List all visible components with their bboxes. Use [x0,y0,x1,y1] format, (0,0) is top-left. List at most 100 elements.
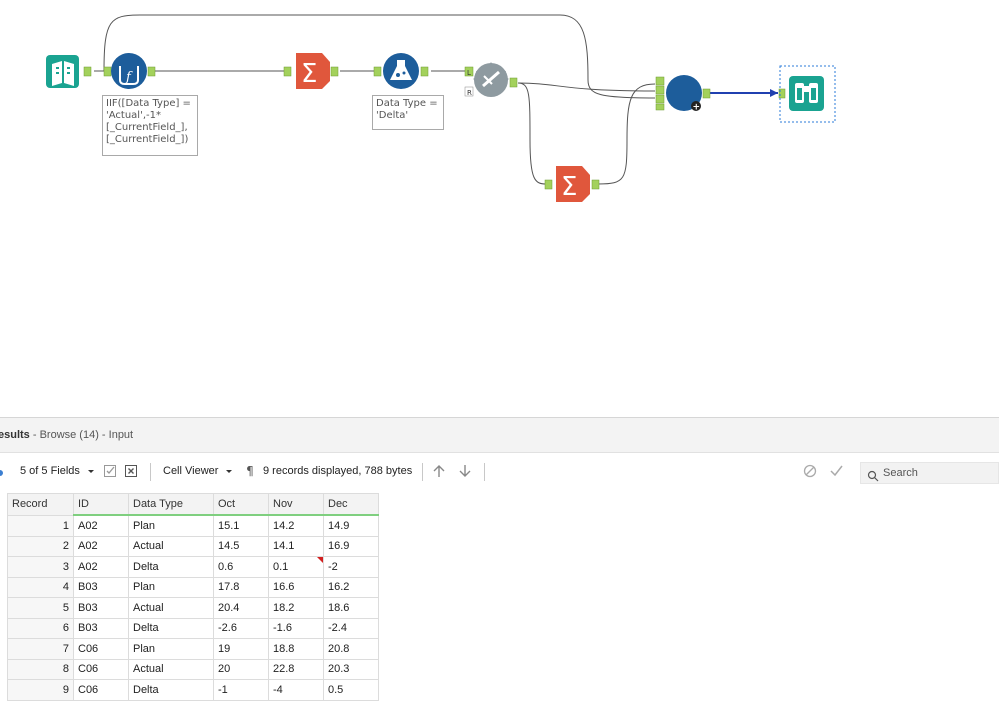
table-row[interactable]: 6 B03 Delta -2.6 -1.6 -2.4 [7,617,379,639]
clear-selection-icon[interactable] [124,464,138,478]
formula-input-anchor[interactable] [103,66,112,77]
column-header-data-type[interactable]: Data Type [128,493,214,516]
connection-input-to-union[interactable] [94,14,656,99]
cell-data-type[interactable]: Delta [128,556,214,578]
table-row[interactable]: 2 A02 Actual 14.5 14.1 16.9 [7,535,379,557]
connection-join-to-union[interactable] [517,82,656,92]
union-input-anchor-2[interactable] [655,85,665,95]
cell-oct[interactable]: 20.4 [213,597,269,619]
cell-id[interactable]: B03 [73,617,129,639]
union-input-anchor-3[interactable] [655,94,665,104]
cell-dec[interactable]: -2 [323,556,379,578]
filter-annotation[interactable]: Data Type = 'Delta' [372,95,444,130]
cell-dec[interactable]: 14.9 [323,514,379,537]
cell-nov[interactable]: 14.1 [268,535,324,557]
summarize-tool-2[interactable]: Σ [556,166,590,202]
pilcrow-icon[interactable]: ¶ [246,464,254,478]
input-data-tool[interactable] [46,55,79,88]
cell-oct[interactable]: -2.6 [213,617,269,639]
table-row[interactable]: 3 A02 Delta 0.6 0.1 -2 [7,556,379,578]
cell-data-type[interactable]: Plan [128,576,214,598]
cell-dec[interactable]: -2.4 [323,617,379,639]
table-row[interactable]: 7 C06 Plan 19 18.8 20.8 [7,638,379,660]
summarize-input-anchor[interactable] [283,66,292,77]
column-header-nov[interactable]: Nov [268,493,324,516]
fields-selector[interactable]: 5 of 5 Fields [20,465,80,477]
cell-record[interactable]: 9 [7,679,74,701]
cell-record[interactable]: 3 [7,556,74,578]
cell-oct[interactable]: 20 [213,658,269,680]
union-input-anchor-4[interactable] [655,103,665,111]
summarize2-input-anchor[interactable] [544,179,553,190]
cell-dec[interactable]: 20.8 [323,638,379,660]
cell-nov[interactable]: 16.6 [268,576,324,598]
cell-record[interactable]: 8 [7,658,74,680]
column-header-id[interactable]: ID [73,493,129,516]
join-output-anchor[interactable] [509,77,518,88]
cell-dec[interactable]: 18.6 [323,597,379,619]
search-box[interactable] [860,462,999,484]
summarize-output-anchor[interactable] [330,66,339,77]
cell-id[interactable]: B03 [73,597,129,619]
cell-data-type[interactable]: Plan [128,514,214,537]
workflow-canvas[interactable]: L R f Σ [0,0,999,410]
cell-record[interactable]: 2 [7,535,74,557]
input-output-anchor[interactable] [83,66,92,77]
union-tool[interactable]: + [666,75,702,113]
cell-record[interactable]: 6 [7,617,74,639]
cell-id[interactable]: A02 [73,556,129,578]
cell-oct[interactable]: 15.1 [213,514,269,537]
cell-id[interactable]: A02 [73,535,129,557]
cell-oct[interactable]: 19 [213,638,269,660]
cell-viewer-selector[interactable]: Cell Viewer [163,465,219,477]
summarize2-output-anchor[interactable] [591,179,600,190]
cell-oct[interactable]: 0.6 [213,556,269,578]
cell-data-type[interactable]: Actual [128,658,214,680]
cell-id[interactable]: A02 [73,514,129,537]
cell-oct[interactable]: 17.8 [213,576,269,598]
join-left-anchor[interactable] [464,66,474,77]
table-row[interactable]: 5 B03 Actual 20.4 18.2 18.6 [7,597,379,619]
table-row[interactable]: 8 C06 Actual 20 22.8 20.3 [7,658,379,680]
join-tool[interactable] [473,62,509,97]
cell-nov[interactable]: 14.2 [268,514,324,537]
cell-nov[interactable]: -4 [268,679,324,701]
union-input-anchor-1[interactable] [655,76,665,86]
formula-annotation[interactable]: IIF([Data Type] = 'Actual',-1* [_Current… [102,95,198,156]
cell-viewer-dropdown-icon[interactable] [222,464,236,478]
connection-join-to-summarize2[interactable] [517,82,547,185]
cell-id[interactable]: B03 [73,576,129,598]
cell-record[interactable]: 1 [7,514,74,537]
cell-nov[interactable]: -1.6 [268,617,324,639]
formula-output-anchor[interactable] [147,66,156,77]
cell-record[interactable]: 5 [7,597,74,619]
search-input[interactable] [883,466,993,480]
browse-tool[interactable] [779,65,836,123]
arrow-up-icon[interactable] [432,464,446,478]
arrow-down-icon[interactable] [458,464,472,478]
table-row[interactable]: 4 B03 Plan 17.8 16.6 16.2 [7,576,379,598]
column-header-dec[interactable]: Dec [323,493,379,516]
cell-id[interactable]: C06 [73,638,129,660]
cell-nov[interactable]: 22.8 [268,658,324,680]
cell-id[interactable]: C06 [73,679,129,701]
cell-data-type[interactable]: Actual [128,597,214,619]
cell-dec[interactable]: 20.3 [323,658,379,680]
edit-check-icon[interactable] [103,464,117,478]
cell-id[interactable]: C06 [73,658,129,680]
cell-record[interactable]: 7 [7,638,74,660]
table-row[interactable]: 1 A02 Plan 15.1 14.2 14.9 [7,514,379,537]
cell-nov[interactable]: 18.8 [268,638,324,660]
cell-oct[interactable]: 14.5 [213,535,269,557]
fields-dropdown-icon[interactable] [84,464,98,478]
cell-data-type[interactable]: Plan [128,638,214,660]
cancel-icon[interactable] [803,464,817,478]
cell-dec[interactable]: 16.2 [323,576,379,598]
browse-input-anchor[interactable] [778,88,786,99]
filter-output-anchor[interactable] [420,66,429,77]
summarize-tool[interactable]: Σ [296,53,330,89]
connection-summarize2-to-union[interactable] [597,83,656,185]
column-header-oct[interactable]: Oct [213,493,269,516]
formula-tool[interactable]: f [111,53,147,89]
join-right-anchor[interactable] [464,86,474,97]
